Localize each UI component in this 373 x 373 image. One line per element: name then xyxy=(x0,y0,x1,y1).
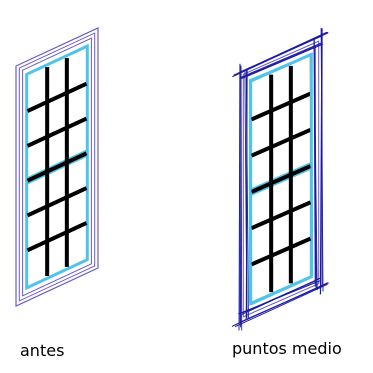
sketch-glazing-stroke xyxy=(249,275,311,304)
sketch-stroke xyxy=(233,31,328,76)
muntin-horizontal xyxy=(250,236,312,267)
window-antes xyxy=(15,27,99,307)
window-puntos-medio xyxy=(231,27,329,331)
muntin-horizontal xyxy=(250,127,312,158)
muntin-horizontal xyxy=(26,116,88,148)
sketch-glazing-stroke xyxy=(250,53,311,81)
sketch-stroke xyxy=(240,43,324,80)
sketch-glazing-stroke xyxy=(250,277,311,306)
window-mid-frame xyxy=(18,32,96,302)
sketch-stroke xyxy=(231,282,328,327)
muntin-horizontal xyxy=(250,91,312,122)
muntin-horizontal xyxy=(26,186,88,218)
sketch-stroke xyxy=(320,27,324,292)
window-inner-frame xyxy=(22,37,92,297)
sketch-stroke xyxy=(240,42,322,78)
sketch-stroke xyxy=(233,32,329,77)
caption-antes: antes xyxy=(20,341,65,360)
sketch-stroke xyxy=(313,38,317,290)
sketch-stroke xyxy=(244,71,248,319)
window-mid-frame xyxy=(242,40,320,318)
muntin-horizontal xyxy=(250,200,312,231)
muntin-horizontal xyxy=(250,164,312,194)
sketch-glazing-stroke xyxy=(310,55,314,276)
muntin-horizontal xyxy=(26,81,88,113)
sketch-stroke xyxy=(240,65,243,331)
sketch-stroke xyxy=(240,43,323,79)
sketch-stroke xyxy=(320,28,323,295)
window-outer-frame xyxy=(15,27,99,307)
sketch-stroke xyxy=(238,279,322,315)
caption-puntos-medio: puntos medio xyxy=(232,339,342,358)
muntin-horizontal xyxy=(26,151,88,183)
window-glazing xyxy=(25,43,89,291)
muntin-horizontal xyxy=(26,221,88,253)
sketch-stroke xyxy=(234,283,328,328)
sketch-stroke xyxy=(245,69,249,318)
sketch-stroke xyxy=(238,63,241,331)
